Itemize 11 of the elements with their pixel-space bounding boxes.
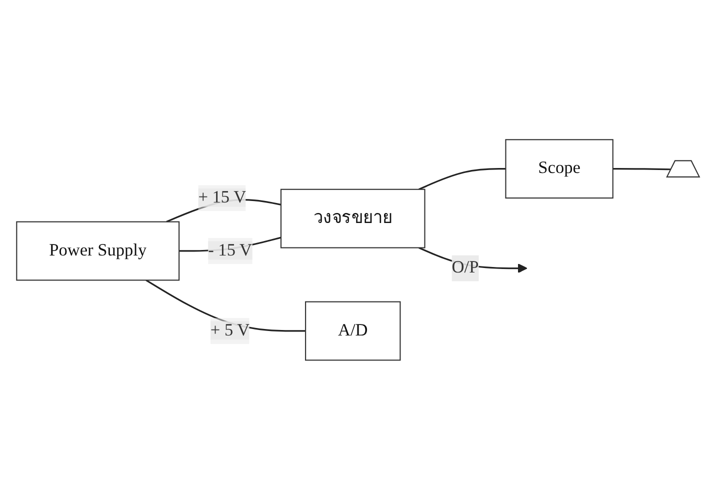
edge-label: + 5 V	[210, 320, 250, 340]
node-box: A/D	[305, 300, 401, 360]
node-ground	[666, 160, 700, 178]
connector	[418, 168, 506, 190]
node-box: Power Supply	[16, 220, 180, 280]
node-box: Scope	[505, 138, 614, 198]
node-box: วงจรขยาย	[280, 188, 426, 248]
edge-label: + 15 V	[198, 188, 246, 206]
edge-label: - 15 V	[208, 240, 252, 260]
connector	[612, 168, 672, 170]
edge-label: O/P	[452, 258, 479, 277]
